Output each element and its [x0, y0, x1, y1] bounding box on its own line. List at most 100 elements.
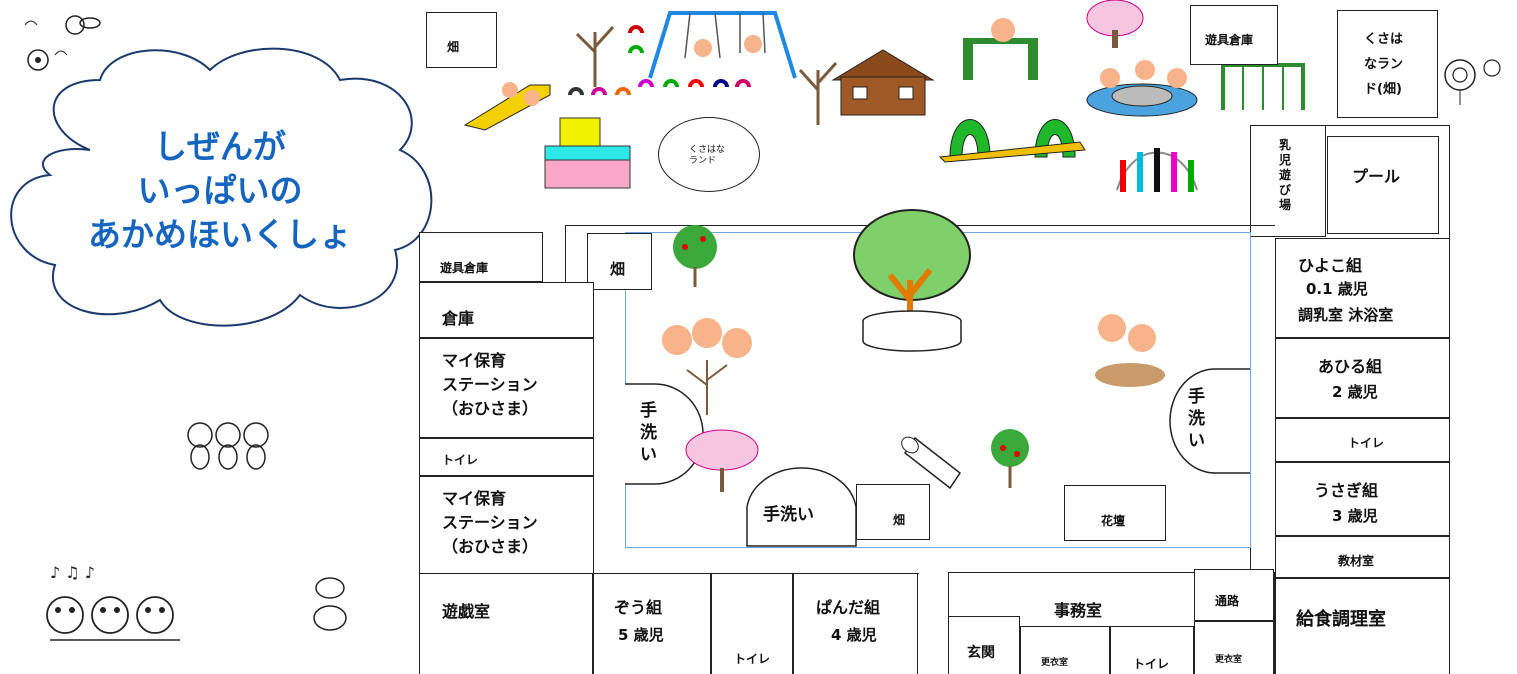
- kusahana-land-field-label: くさは なラン ド(畑): [1364, 32, 1404, 97]
- usagi-name: うさぎ組: [1314, 481, 1379, 500]
- storage: 倉庫: [419, 282, 594, 338]
- hiyoko-name: ひよこ組: [1298, 256, 1363, 275]
- slogan-line-3: あかめほいくしょ: [88, 215, 352, 254]
- handwash-left-label: 手洗い: [640, 401, 657, 465]
- green-arches-illustration: [938, 119, 1086, 163]
- pool: プール: [1327, 136, 1439, 234]
- locker-1-label: 更衣室: [1041, 658, 1069, 668]
- sandpit-kids-illustration: [1086, 60, 1198, 117]
- trees-bare-illustration: [575, 25, 615, 87]
- tree-bare-right-illustration: [798, 61, 838, 125]
- kids-sandbox-illustration: [1095, 314, 1165, 387]
- hiyoko-extra: 調乳室 沐浴室: [1298, 306, 1394, 324]
- field-2: 畑: [856, 484, 930, 540]
- kusahana-land-oval-label: くさはな ランド: [689, 145, 726, 166]
- entrance: 玄関: [948, 616, 1020, 674]
- jungle-gym-illustration: [1221, 63, 1305, 110]
- handwash-right: [1169, 368, 1250, 474]
- hiyoko-room: ひよこ組 0.1 歳児 調乳室 沐浴室: [1275, 238, 1450, 338]
- climbing-blocks-illustration: [544, 117, 631, 189]
- south-toilet-2: トイレ: [1110, 626, 1194, 674]
- locker-room-2: 更衣室: [1194, 621, 1274, 674]
- passage-label: 通路: [1215, 594, 1240, 608]
- kids-bars-illustration: [963, 18, 1038, 80]
- bug-icon: [313, 577, 347, 631]
- bee-flower-icon: [24, 15, 101, 71]
- west-toilet-label: トイレ: [442, 453, 479, 467]
- svg-text:♪ ♫ ♪: ♪ ♫ ♪: [50, 563, 95, 582]
- playroom-label: 遊戯室: [442, 602, 491, 621]
- playroom: 遊戯室: [419, 573, 593, 674]
- west-toilet: トイレ: [419, 438, 594, 476]
- kitchen-label: 給食調理室: [1296, 609, 1386, 630]
- colored-poles-illustration: [1116, 148, 1198, 192]
- ahiru-age: 2 歳児: [1332, 383, 1378, 401]
- locker-room-1: 更衣室: [1020, 626, 1110, 674]
- zou-name: ぞう組: [614, 598, 663, 617]
- slogan-line-1: しぜんが: [154, 127, 286, 166]
- equipment-storage-label: 遊具倉庫: [440, 261, 489, 275]
- my-hoiku-station-1: マイ保育 ステーション （おひさま）: [419, 338, 594, 438]
- panda-age: 4 歳児: [831, 626, 877, 644]
- panda-name: ぱんだ組: [816, 598, 881, 617]
- passage: 通路: [1194, 569, 1274, 621]
- kusahana-land-oval: くさはな ランド: [658, 117, 760, 192]
- bugs-group-icon: [187, 422, 269, 470]
- entrance-label: 玄関: [967, 645, 995, 661]
- south-toilet-1: トイレ: [711, 573, 793, 674]
- usagi-age: 3 歳児: [1332, 507, 1378, 525]
- cherry-tree-top-illustration: [1086, 0, 1144, 48]
- infant-playground: 乳児遊び場: [1250, 125, 1326, 237]
- apple-tree-2-illustration: [991, 429, 1029, 488]
- field-topleft: 畑: [426, 12, 497, 68]
- pipe-tunnel-illustration: [901, 436, 962, 490]
- slide-illustration: [463, 82, 551, 131]
- materials-label: 教材室: [1338, 554, 1375, 568]
- storage-label: 倉庫: [442, 309, 475, 328]
- zou-room: ぞう組 5 歳児: [593, 573, 711, 674]
- equipment-storage-top: 遊具倉庫: [1190, 5, 1278, 65]
- pool-label: プール: [1352, 167, 1401, 186]
- tire-arches-icon: [568, 25, 751, 96]
- cherry-tree-illustration: [685, 429, 759, 492]
- east-toilet: トイレ: [1275, 418, 1450, 462]
- flowerbed: 花壇: [1064, 485, 1166, 541]
- slogan-line-2: いっぱいの: [137, 171, 303, 210]
- flowerbed-label: 花壇: [1101, 514, 1126, 528]
- slogan-cloud: しぜんが いっぱいの あかめほいくしょ: [0, 40, 433, 330]
- my-hoiku-station-2: マイ保育 ステーション （おひさま）: [419, 476, 594, 574]
- panda-room: ぱんだ組 4 歳児: [793, 573, 918, 674]
- equipment-storage-top-label: 遊具倉庫: [1205, 33, 1254, 47]
- ahiru-room: あひる組 2 歳児: [1275, 338, 1450, 418]
- handwash-center-label: 手洗い: [763, 505, 814, 525]
- materials-room: 教材室: [1275, 536, 1450, 578]
- field-1-label: 畑: [610, 260, 626, 278]
- south-toilet-2-label: トイレ: [1133, 657, 1170, 671]
- kusahana-land-field: くさは なラン ド(畑): [1337, 10, 1438, 118]
- zou-age: 5 歳児: [618, 626, 664, 644]
- kids-group-illustration: [662, 318, 752, 415]
- usagi-room: うさぎ組 3 歳児: [1275, 462, 1450, 536]
- station-1-label: マイ保育 ステーション （おひさま）: [442, 351, 539, 418]
- equipment-storage: 遊具倉庫: [419, 232, 543, 282]
- south-toilet-1-label: トイレ: [734, 652, 771, 666]
- hiyoko-age: 0.1 歳児: [1306, 280, 1368, 298]
- locker-2-label: 更衣室: [1215, 655, 1243, 665]
- swing-set-illustration: [648, 11, 797, 79]
- apple-tree-1-illustration: [673, 225, 717, 287]
- frogs-singing-icon: ♪ ♫ ♪: [46, 563, 180, 641]
- handwash-right-label: 手洗い: [1188, 387, 1205, 451]
- field-2-label: 畑: [893, 513, 906, 527]
- station-2-label: マイ保育 ステーション （おひさま）: [442, 489, 539, 556]
- kitchen: 給食調理室: [1275, 578, 1450, 674]
- lion-flower-icon: [1444, 59, 1501, 105]
- center-tree-illustration: [853, 209, 971, 352]
- log-cabin-illustration: [831, 49, 935, 116]
- field-1: 畑: [587, 233, 652, 290]
- cloud-shape: [10, 47, 433, 327]
- infant-playground-label: 乳児遊び場: [1279, 138, 1292, 212]
- handwash-center: [746, 467, 857, 547]
- field-topleft-label: 畑: [447, 40, 460, 54]
- office-label: 事務室: [1054, 601, 1103, 620]
- ahiru-name: あひる組: [1318, 357, 1383, 376]
